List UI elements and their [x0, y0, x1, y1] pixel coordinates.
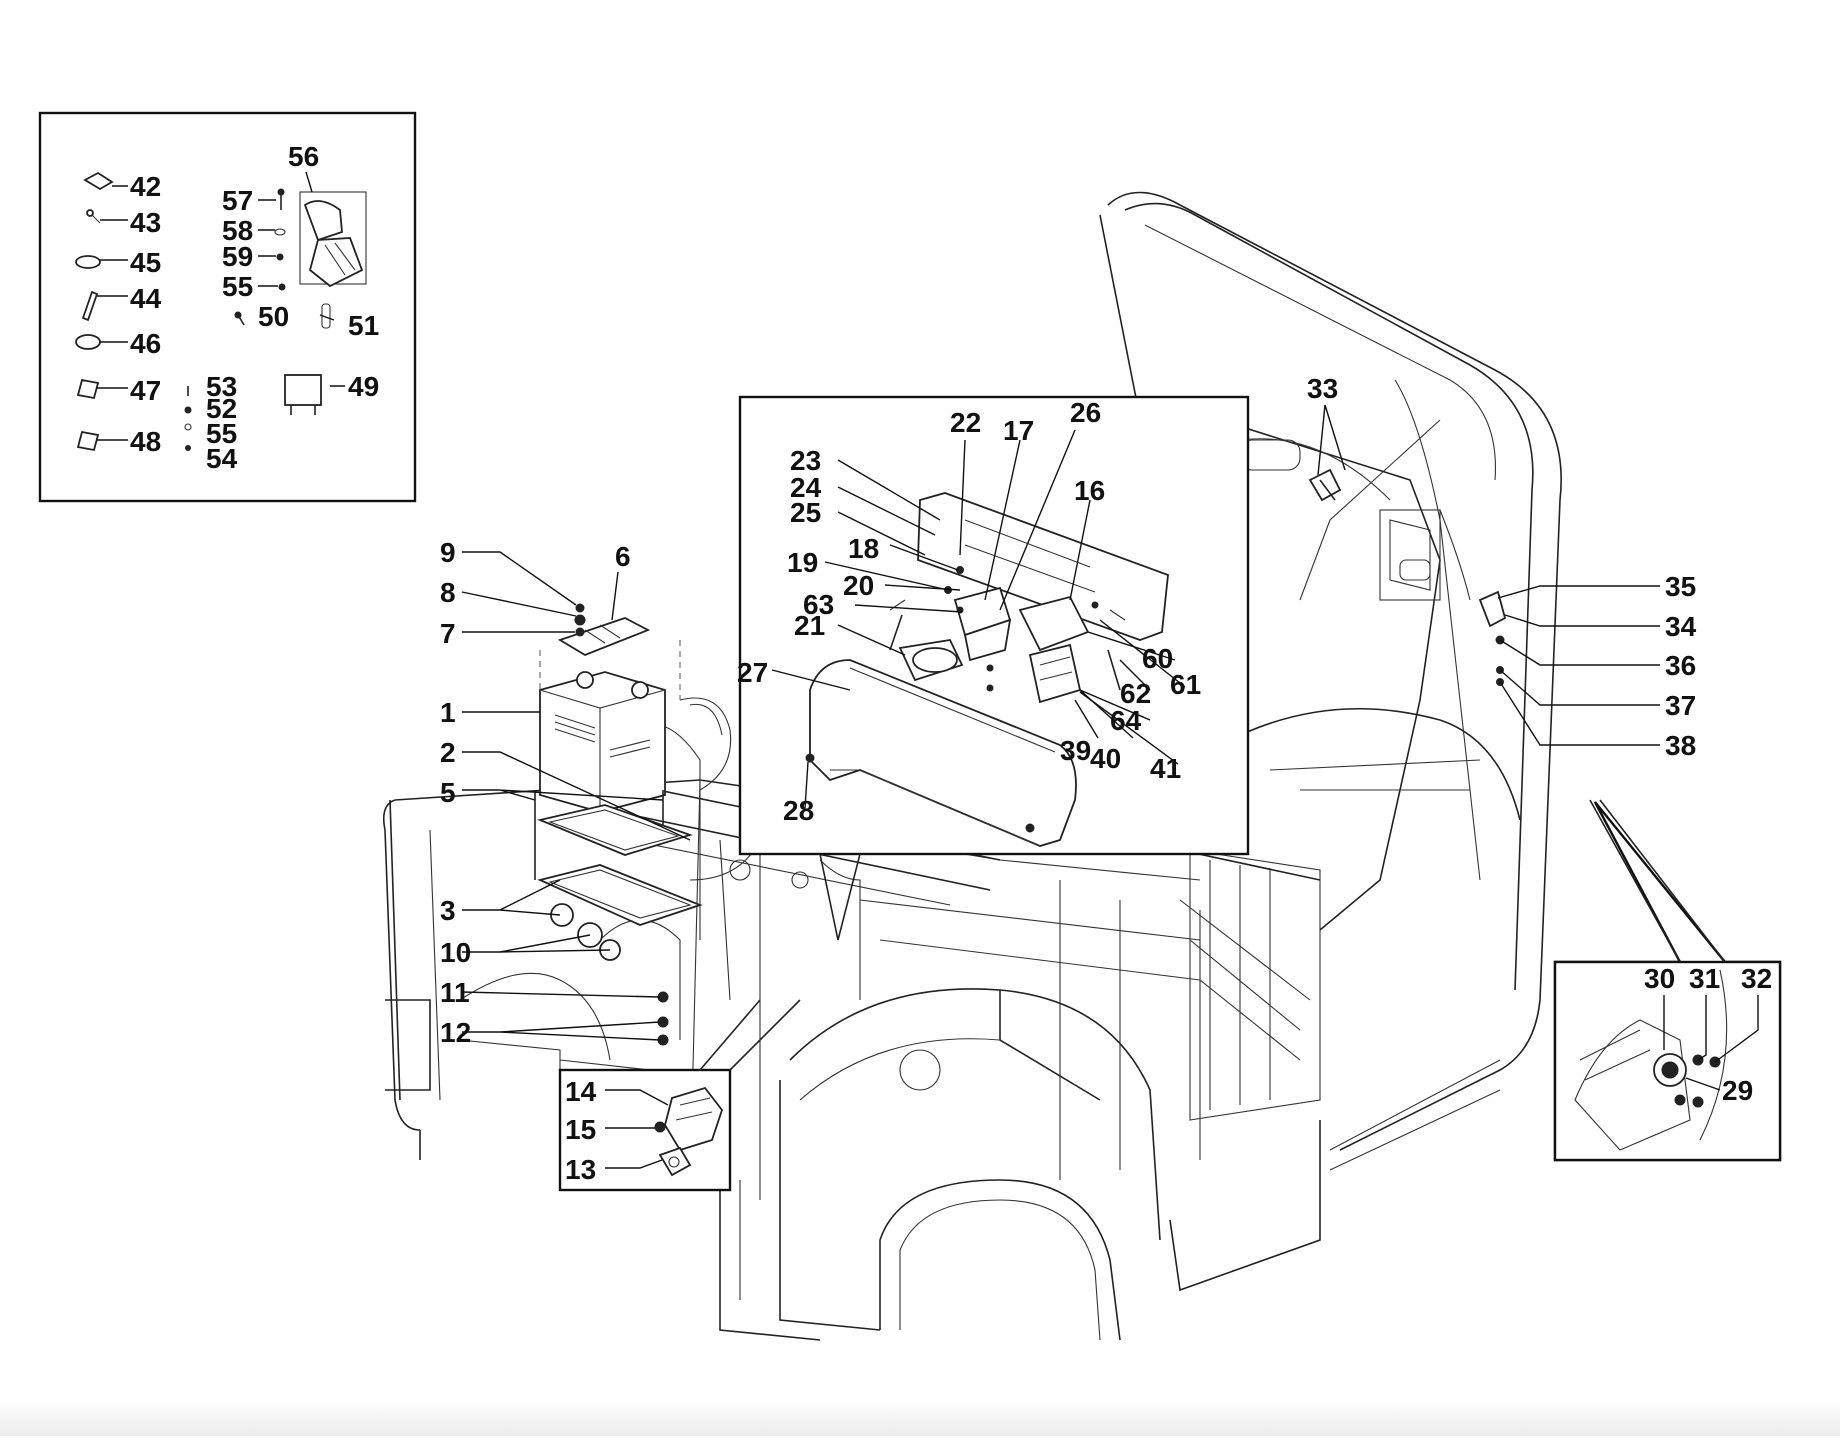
callout-battery-6: 5: [440, 777, 456, 808]
bottom-shade: [0, 1400, 1840, 1436]
callout-inset-17: 64: [1110, 705, 1142, 736]
callout-battery-10: 12: [440, 1017, 471, 1048]
callout-inset-18: 39: [1060, 735, 1091, 766]
callout-cab-5: 38: [1665, 730, 1696, 761]
callout-battery-5: 2: [440, 737, 456, 768]
callout-legend-12: 50: [258, 301, 289, 332]
callout-inset-10: 63: [803, 589, 834, 620]
cab-switch-parts: [1308, 468, 1507, 686]
callout-inset-3: 22: [950, 407, 981, 438]
callout-cab-1: 35: [1665, 571, 1696, 602]
callout-battery-4: 1: [440, 697, 456, 728]
callout-inset-20: 41: [1150, 753, 1181, 784]
vehicle-cab-frame: [382, 191, 1562, 1341]
callout-relay-2: 13: [565, 1154, 596, 1185]
callout-legend-11: 55: [222, 271, 253, 302]
callout-cab-3: 36: [1665, 650, 1696, 681]
callout-socket-2: 32: [1741, 963, 1772, 994]
battery-assembly: [534, 603, 761, 1046]
callout-inset-4: 17: [1003, 415, 1034, 446]
callout-inset-15: 61: [1170, 669, 1201, 700]
callout-inset-1: 24: [790, 472, 822, 503]
callout-legend-17: 54: [206, 443, 238, 474]
callout-battery-2: 7: [440, 618, 456, 649]
callout-legend-13: 51: [348, 310, 379, 341]
callout-cab-0: 33: [1307, 373, 1338, 404]
callout-inset-11: 21: [794, 610, 825, 641]
callout-legend-9: 58: [222, 215, 253, 246]
callout-inset-16: 62: [1120, 678, 1151, 709]
callout-legend-4: 46: [130, 328, 161, 359]
callout-legend-1: 43: [130, 207, 161, 238]
callout-legend-10: 59: [222, 241, 253, 272]
callout-legend-0: 42: [130, 171, 161, 202]
callout-legend-16: 55: [206, 418, 237, 449]
callout-battery-3: 6: [615, 541, 631, 572]
callout-inset-9: 20: [843, 570, 874, 601]
callout-legend-7: 56: [288, 141, 319, 172]
callout-relay-0: 14: [565, 1076, 597, 1107]
callout-legend-14: 53: [206, 371, 237, 402]
socket-detail-box: [1553, 799, 1782, 1162]
callout-inset-8: 19: [787, 547, 818, 578]
callout-leader-lines: [96, 171, 1759, 1169]
detail-inset-box: [738, 395, 1250, 941]
callout-battery-9: 11: [440, 977, 470, 1008]
callout-battery-0: 9: [440, 537, 456, 568]
callout-battery-8: 10: [440, 937, 471, 968]
callout-inset-13: 28: [783, 795, 814, 826]
callout-inset-0: 23: [790, 445, 821, 476]
callout-battery-7: 3: [440, 895, 456, 926]
relay-detail-box: [558, 999, 801, 1192]
callout-inset-7: 18: [848, 533, 879, 564]
callout-battery-1: 8: [440, 577, 456, 608]
callout-cab-2: 34: [1665, 611, 1697, 642]
callout-inset-2: 25: [790, 497, 821, 528]
callout-legend-8: 57: [222, 185, 253, 216]
hardware-legend-box: [38, 111, 417, 503]
callout-legend-3: 44: [130, 283, 162, 314]
callout-legend-2: 45: [130, 247, 161, 278]
callout-socket-1: 31: [1689, 963, 1720, 994]
callout-inset-14: 60: [1142, 643, 1173, 674]
callout-cab-4: 37: [1665, 690, 1696, 721]
callout-socket-0: 30: [1644, 963, 1675, 994]
callout-inset-19: 40: [1090, 743, 1121, 774]
callout-legend-18: 49: [348, 371, 379, 402]
callout-legend-5: 47: [130, 375, 161, 406]
callout-legend-6: 48: [130, 426, 161, 457]
callout-inset-5: 26: [1070, 397, 1101, 428]
callout-relay-1: 15: [565, 1114, 596, 1145]
callout-inset-6: 16: [1074, 475, 1105, 506]
callout-inset-12: 27: [737, 657, 768, 688]
callout-legend-15: 52: [206, 393, 237, 424]
callout-socket-3: 29: [1722, 1075, 1753, 1106]
